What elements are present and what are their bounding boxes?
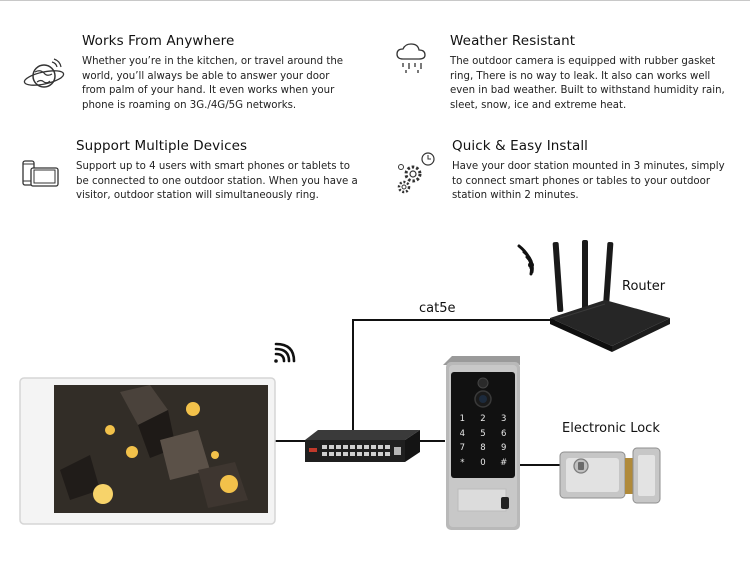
feature-text: Support up to 4 users with smart phones … — [76, 161, 358, 201]
feature-text: Have your door station mounted in 3 minu… — [452, 161, 725, 201]
keypad-key: 0 — [480, 457, 486, 468]
keypad-key: 9 — [500, 443, 507, 453]
outdoor-station — [443, 356, 520, 530]
keypad-key: 5 — [480, 428, 486, 439]
lock-label: Electronic Lock — [562, 421, 660, 436]
indoor-monitor — [19, 377, 276, 525]
phone-tablet-icon — [22, 160, 60, 188]
feature-title: Works From Anywhere — [82, 33, 235, 49]
router-device — [550, 240, 670, 352]
globe-wifi-icon — [22, 58, 66, 92]
keypad-key: * — [460, 457, 465, 468]
keypad-key: 6 — [500, 428, 507, 439]
gears-clock-icon — [395, 150, 437, 196]
keypad-key: # — [500, 457, 508, 468]
feature-title: Quick & Easy Install — [452, 138, 589, 154]
keypad-key: 4 — [459, 428, 466, 439]
cable-switch-router — [352, 319, 555, 438]
feature-title: Support Multiple Devices — [76, 138, 248, 154]
electronic-lock — [559, 447, 661, 504]
feature-works-from-anywhere: Works From Anywhere Whether you’re in th… — [82, 33, 352, 113]
wifi-monitor-icon — [274, 342, 296, 363]
feature-text: The outdoor camera is equipped with rubb… — [450, 56, 725, 111]
wifi-router-icon — [517, 244, 534, 276]
cloud-rain-icon — [395, 43, 431, 75]
keypad-key: 8 — [480, 443, 486, 453]
keypad-key: 2 — [480, 414, 486, 424]
feature-weather-resistant: Weather Resistant The outdoor camera is … — [450, 33, 730, 113]
top-divider — [0, 0, 750, 9]
network-switch — [305, 430, 420, 462]
feature-support-multiple-devices: Support Multiple Devices Support up to 4… — [76, 138, 361, 204]
router-label: Router — [622, 279, 666, 294]
feature-quick-easy-install: Quick & Easy Install Have your door stat… — [452, 138, 737, 204]
feature-text: Whether you’re in the kitchen, or travel… — [82, 56, 344, 111]
feature-title: Weather Resistant — [450, 33, 576, 49]
keypad-key: 1 — [459, 414, 466, 424]
cable-label: cat5e — [419, 301, 456, 316]
keypad-key: 7 — [459, 443, 466, 453]
keypad-key: 3 — [500, 414, 507, 424]
keypad: 1 2 3 4 5 6 7 8 9 * 0 # — [452, 412, 514, 470]
